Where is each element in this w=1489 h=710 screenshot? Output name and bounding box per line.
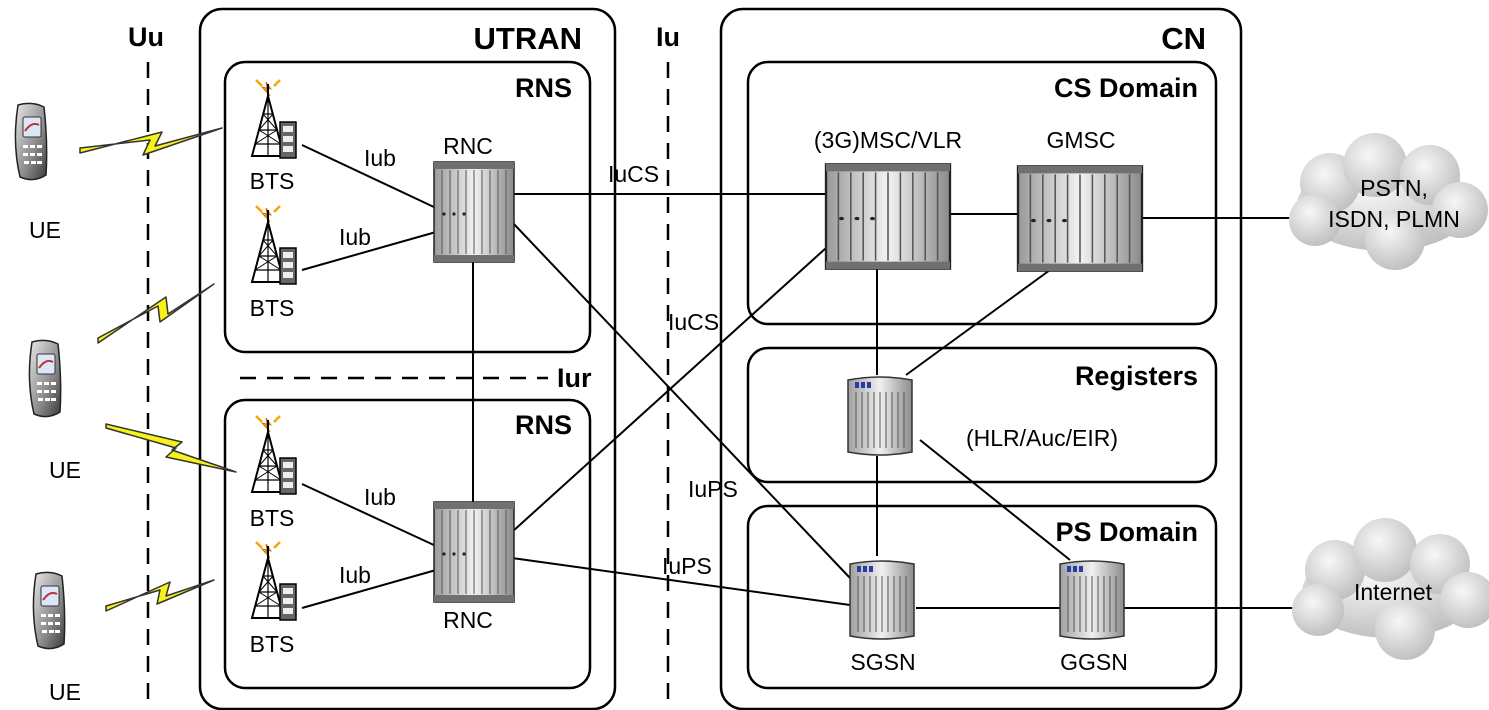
sgsn-label: SGSN (850, 649, 915, 675)
bts-label-4: BTS (250, 631, 295, 657)
ggsn-label: GGSN (1060, 649, 1128, 675)
registers-box (746, 346, 1218, 484)
iub-link-2 (301, 231, 437, 271)
utran-title: UTRAN (474, 21, 583, 56)
rns-title-top: RNS (515, 73, 572, 103)
iups-link-bottom (511, 557, 851, 606)
cn-box (719, 7, 1243, 710)
rns-title-bottom: RNS (515, 410, 572, 440)
registers-title: Registers (1075, 361, 1198, 391)
iub-link-4 (301, 569, 437, 609)
ue-phone-2 (28, 339, 62, 418)
uu-label: Uu (128, 22, 164, 52)
sgsn-server (849, 560, 915, 640)
radio-link-bolt-3 (105, 423, 237, 473)
ue-label-2: UE (49, 457, 81, 483)
ps-domain-title: PS Domain (1055, 517, 1198, 547)
bts-label-2: BTS (250, 295, 295, 321)
bts-label-3: BTS (250, 505, 295, 531)
pstn-cloud (1289, 133, 1488, 270)
radio-link-bolt-4 (105, 579, 215, 612)
msc-vlr-label: (3G)MSC/VLR (814, 127, 962, 153)
hlr-server (847, 376, 913, 456)
rnc-label-top: RNC (443, 133, 493, 159)
iub-label-3: Iub (364, 484, 396, 510)
ggsn-server (1059, 560, 1125, 640)
pstn-label-line2: ISDN, PLMN (1328, 206, 1460, 232)
rns-box-top (223, 60, 592, 354)
iub-label-2: Iub (339, 224, 371, 250)
iub-label-4: Iub (339, 562, 371, 588)
bts-label-1: BTS (250, 168, 295, 194)
bts-tower-1 (250, 78, 298, 160)
gmsc-label: GMSC (1047, 127, 1116, 153)
bts-tower-3 (250, 414, 298, 496)
internet-label: Internet (1354, 579, 1433, 605)
bts-tower-2 (250, 204, 298, 286)
gmsc-hlr-link (905, 269, 1051, 376)
ue-label-3: UE (49, 679, 81, 705)
bts-tower-4 (250, 540, 298, 622)
iucs-link-bottom (511, 247, 827, 533)
iub-label-1: Iub (364, 145, 396, 171)
rnc-label-bottom: RNC (443, 607, 493, 633)
hlr-ggsn-link (919, 439, 1071, 561)
hlr-label: (HLR/Auc/EIR) (966, 425, 1118, 451)
cn-title: CN (1161, 21, 1206, 56)
iucs-label-top: IuCS (608, 161, 659, 187)
connections (301, 144, 1300, 609)
pstn-label-line1: PSTN, (1360, 175, 1428, 201)
iups-link-top (511, 221, 851, 579)
rns-box-bottom (223, 398, 592, 690)
rnc-rack-top (433, 161, 515, 263)
ue-phone-3 (32, 571, 66, 650)
ue-phone-1 (14, 102, 48, 181)
msc-vlr-rack (824, 162, 952, 271)
gmsc-rack (1016, 164, 1144, 273)
iucs-label-bottom: IuCS (668, 309, 719, 335)
iub-link-1 (301, 144, 437, 209)
iub-link-3 (301, 483, 437, 547)
ue-label-1: UE (29, 217, 61, 243)
internet-cloud (1292, 518, 1489, 660)
iur-label: Iur (557, 363, 592, 393)
iups-label-top: IuPS (688, 476, 738, 502)
iu-label: Iu (656, 22, 680, 52)
iups-label-bottom: IuPS (662, 553, 712, 579)
cs-domain-title: CS Domain (1054, 73, 1198, 103)
rnc-rack-bottom (433, 501, 515, 603)
radio-link-bolt-1 (79, 127, 223, 156)
ps-domain-box (746, 504, 1218, 690)
utran-box (198, 7, 617, 710)
radio-link-bolt-2 (97, 283, 215, 344)
